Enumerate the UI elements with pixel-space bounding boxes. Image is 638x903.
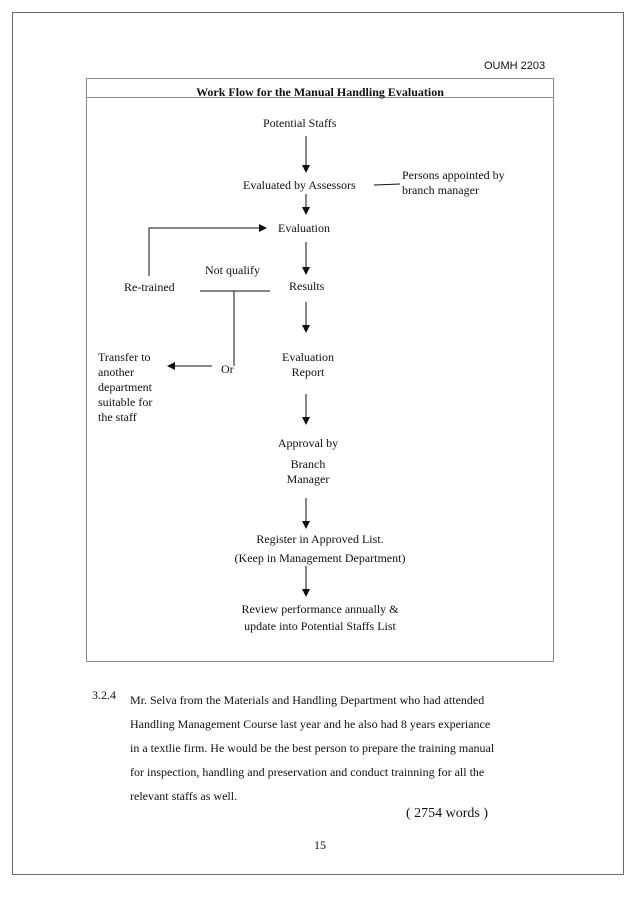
paragraph-line: relevant staffs as well. [130,789,238,803]
node-review: Review performance annually & update int… [241,602,399,633]
node-potential-staffs: Potential Staffs [263,116,337,130]
workflow-box [86,78,554,662]
course-code: OUMH 2203 [484,60,546,72]
label-not-qualify: Not qualify [205,263,260,277]
node-register: Register in Approved List. (Keep in Mana… [234,532,406,565]
workflow-title: Work Flow for the Manual Handling Evalua… [196,85,444,99]
page-number: 15 [314,838,326,852]
page-border [12,12,624,875]
paragraph-line: for inspection, handling and preservatio… [130,765,485,779]
node-evaluation: Evaluation [278,221,330,235]
arrow-retrained-to-evaluation [148,224,267,276]
paragraph-line: Handling Management Course last year and… [130,717,491,731]
line-appointed-to-assessors [373,183,401,186]
node-transfer: Transfer to another department suitable … [98,350,153,424]
paragraph-line: Mr. Selva from the Materials and Handlin… [130,693,485,707]
node-evaluation-report: Evaluation Report [282,350,334,379]
node-persons-appointed: Persons appointed by branch manager [402,168,505,197]
label-or: Or [221,362,234,376]
node-results: Results [289,279,325,293]
paragraph-number: 3.2.4 [92,688,116,702]
paragraph-body: Mr. Selva from the Materials and Handlin… [130,688,530,808]
workflow-title-rule [86,97,554,98]
node-evaluated-by-assessors: Evaluated by Assessors [243,178,356,192]
word-count: ( 2754 words ) [406,806,489,821]
node-re-trained: Re-trained [124,280,175,294]
paragraph-line: in a textlie firm. He would be the best … [130,741,495,755]
node-approval: Approval by Branch Manager [277,436,339,486]
